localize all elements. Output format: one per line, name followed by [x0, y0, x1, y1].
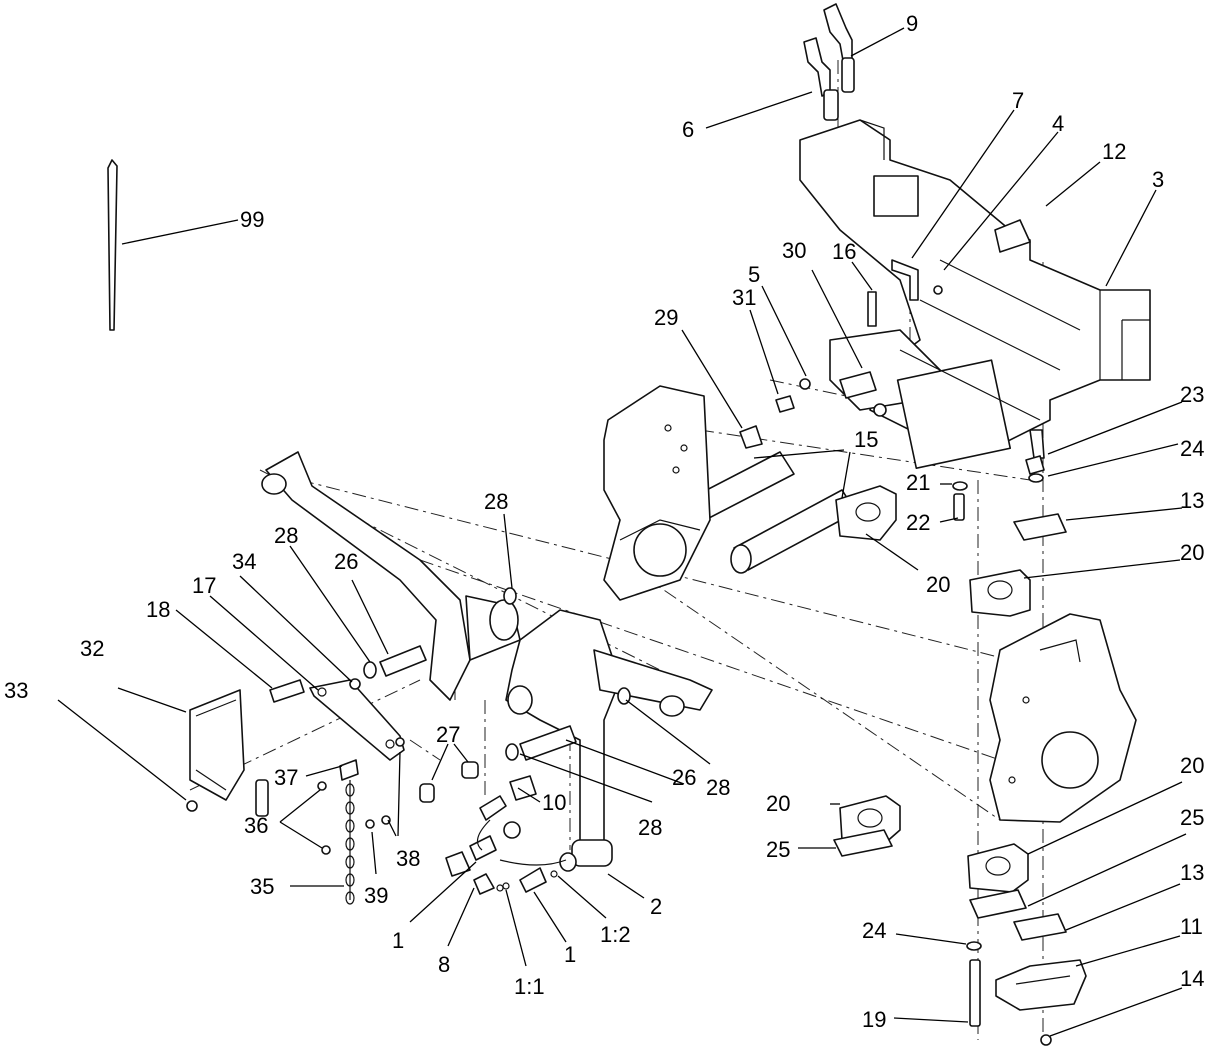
callout-99: 99 — [240, 207, 264, 232]
callout-26-left: 26 — [334, 549, 358, 574]
callout-24-upper: 24 — [1180, 436, 1204, 461]
part-16-7-4-pins — [867, 259, 943, 327]
callout-13-upper: 13 — [1180, 488, 1204, 513]
callout-29: 29 — [654, 305, 678, 330]
callout-26-center: 26 — [672, 765, 696, 790]
callout-4: 4 — [1052, 111, 1064, 136]
callout-5: 5 — [748, 262, 760, 287]
callout-6: 6 — [682, 117, 694, 142]
part-32-33-lever — [186, 689, 269, 817]
part-6-9-fittings — [803, 3, 855, 121]
callout-37: 37 — [274, 765, 298, 790]
callout-1-1: 1:1 — [514, 974, 545, 999]
callout-7: 7 — [1012, 88, 1024, 113]
callout-24-lower: 24 — [862, 918, 886, 943]
callout-28-right: 28 — [706, 775, 730, 800]
callout-12: 12 — [1102, 139, 1126, 164]
callout-20-center: 20 — [766, 791, 790, 816]
callout-3: 3 — [1152, 167, 1164, 192]
callout-39: 39 — [364, 883, 388, 908]
mounting-plate-left — [603, 385, 711, 601]
part-drawings — [107, 3, 1151, 1046]
callout-labels: 9 6 7 4 12 3 99 30 16 5 31 29 15 23 24 2… — [4, 11, 1204, 1032]
callout-32: 32 — [80, 636, 104, 661]
callout-21: 21 — [906, 470, 930, 495]
callout-19: 19 — [862, 1007, 886, 1032]
part-20-13-25-blocks — [833, 455, 1067, 951]
callout-20-upper-right: 20 — [1180, 540, 1204, 565]
callout-28-top: 28 — [484, 489, 508, 514]
callout-23: 23 — [1180, 382, 1204, 407]
callout-38: 38 — [396, 846, 420, 871]
callout-31: 31 — [732, 285, 756, 310]
part-26-28-pins-rings — [363, 587, 631, 761]
pedal-arm-center — [505, 609, 713, 867]
part-99-cable-tie — [107, 159, 118, 331]
part-19-11-14-bracket — [969, 959, 1087, 1046]
callout-1-right: 1 — [564, 942, 576, 967]
callout-28-left: 28 — [274, 523, 298, 548]
callout-25-right: 25 — [1180, 805, 1204, 830]
callout-13-lower: 13 — [1180, 860, 1204, 885]
callout-8: 8 — [438, 952, 450, 977]
callout-35: 35 — [250, 874, 274, 899]
mounting-plate-right — [989, 613, 1137, 823]
callout-25-center: 25 — [766, 837, 790, 862]
callout-11: 11 — [1180, 914, 1203, 939]
callout-9: 9 — [906, 11, 918, 36]
part-35-39-chain — [317, 737, 405, 905]
callout-22: 22 — [906, 510, 930, 535]
callout-20-lower-right: 20 — [1180, 753, 1204, 778]
callout-36: 36 — [244, 813, 268, 838]
callout-17: 17 — [192, 573, 216, 598]
callout-30: 30 — [782, 238, 806, 263]
callout-28-center: 28 — [638, 815, 662, 840]
part-17-18-34-linkage — [269, 678, 405, 761]
callout-1-2: 1:2 — [600, 922, 631, 947]
callout-15: 15 — [854, 427, 878, 452]
callout-33: 33 — [4, 678, 28, 703]
callout-18: 18 — [146, 597, 170, 622]
part-30-5-31-29-hardware — [739, 371, 887, 449]
callout-2: 2 — [650, 894, 662, 919]
callout-20-upper-center: 20 — [926, 572, 950, 597]
callout-10: 10 — [542, 790, 566, 815]
callout-16: 16 — [832, 239, 856, 264]
leader-lines — [57, 27, 1187, 1037]
part-3-frame — [799, 119, 1151, 469]
callout-27: 27 — [436, 722, 460, 747]
callout-14: 14 — [1180, 966, 1204, 991]
chain-links — [345, 783, 355, 905]
part-1-8-10-27-rod-ends — [419, 761, 577, 895]
callout-1-left: 1 — [392, 928, 404, 953]
callout-34: 34 — [232, 549, 256, 574]
